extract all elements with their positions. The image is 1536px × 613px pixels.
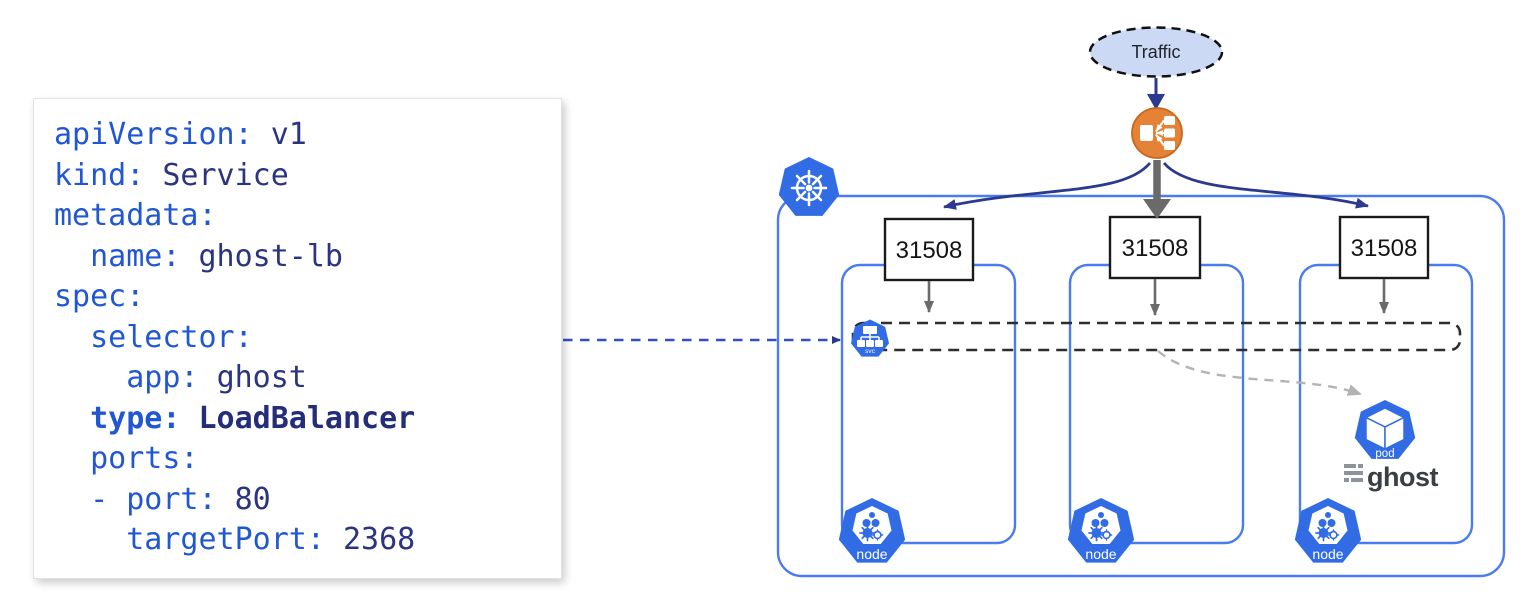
pod-icon-label: pod bbox=[1375, 448, 1394, 460]
traffic-to-lb-arrow bbox=[1147, 78, 1165, 110]
code-line: name: ghost-lb bbox=[90, 238, 343, 274]
code-line: type: LoadBalancer bbox=[90, 400, 416, 436]
nodeport-box-1 bbox=[883, 217, 975, 282]
code-line: targetPort: 2368 bbox=[126, 522, 416, 557]
code-line: - port: 80 bbox=[90, 481, 271, 517]
nodeport-label-3: 31508 bbox=[1351, 235, 1418, 262]
code-line: app: ghost bbox=[126, 360, 307, 395]
code-line: apiVersion: v1 bbox=[54, 117, 307, 152]
node-icon-label-2: node bbox=[1085, 546, 1116, 562]
service-to-pod-arrow bbox=[1157, 350, 1362, 396]
node-icon-label-1: node bbox=[856, 546, 887, 562]
nodeport-label-2: 31508 bbox=[1122, 235, 1189, 262]
nodeport-box-3 bbox=[1338, 215, 1430, 280]
code-line: spec: bbox=[54, 279, 145, 314]
cluster-boundary bbox=[776, 194, 1506, 578]
code-line: ports: bbox=[90, 441, 199, 476]
nodeport-box-2 bbox=[1108, 215, 1202, 280]
ghost-pod: pod ghost bbox=[1344, 400, 1439, 492]
traffic-node: Traffic bbox=[1088, 26, 1224, 78]
ghost-logo-icon bbox=[1344, 464, 1363, 482]
traffic-label: Traffic bbox=[1131, 42, 1180, 62]
node-icon-label-3: node bbox=[1312, 546, 1343, 562]
pod-icon: pod bbox=[1354, 400, 1416, 460]
nodeport-label-1: 31508 bbox=[896, 237, 963, 264]
node-icon-1: node bbox=[839, 498, 905, 563]
node-icon-2: node bbox=[1068, 498, 1134, 563]
code-line: kind: Service bbox=[54, 157, 289, 193]
svc-icon-label: svc bbox=[865, 348, 876, 355]
lb-to-node3-arrow bbox=[1162, 162, 1369, 209]
lb-to-node1-arrow bbox=[943, 162, 1152, 210]
yaml-code-block: apiVersion: v1 kind: Service metadata: nam… bbox=[33, 98, 562, 579]
service-icon: svc bbox=[850, 319, 890, 357]
load-balancer-icon bbox=[1131, 107, 1183, 159]
kubernetes-logo-icon bbox=[778, 157, 840, 216]
lb-to-node2-arrow bbox=[1143, 160, 1171, 219]
ghost-app-label: ghost bbox=[1367, 462, 1438, 492]
code-line: metadata: bbox=[54, 198, 217, 233]
node-icon-3: node bbox=[1295, 498, 1361, 563]
code-line: selector: bbox=[90, 319, 253, 355]
